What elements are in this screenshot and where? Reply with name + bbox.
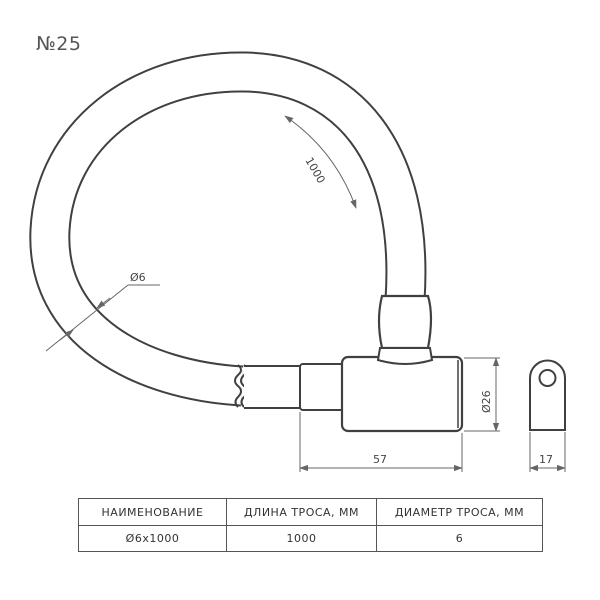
- cable-diameter-label: Ø6: [130, 271, 146, 284]
- cable-straight: [244, 366, 300, 408]
- spec-table-header-row: НАИМЕНОВАНИЕ ДЛИНА ТРОСА, ММ ДИАМЕТР ТРО…: [78, 498, 543, 526]
- shackle-width-label: 17: [539, 453, 553, 466]
- cable-diameter-leader: [45, 284, 129, 352]
- cable-loop-fill: [31, 53, 425, 405]
- table-row: Ø6х1000 1000 6: [78, 525, 543, 552]
- lock-collar-base: [376, 347, 434, 365]
- cable-break-left: [234, 364, 242, 408]
- lock-collar: [377, 294, 433, 350]
- lock-body: [340, 355, 464, 433]
- header-cable-length: ДЛИНА ТРОСА, ММ: [226, 498, 377, 526]
- body-length-label: 57: [373, 453, 387, 466]
- shackle-hole: [538, 369, 557, 387]
- spec-table: НАИМЕНОВАНИЕ ДЛИНА ТРОСА, ММ ДИАМЕТР ТРО…: [78, 498, 543, 552]
- cable-length-label: 1000: [302, 155, 327, 186]
- drawing-number: №25: [36, 33, 82, 55]
- header-name: НАИМЕНОВАНИЕ: [78, 498, 227, 526]
- cable-ferrule: [299, 363, 345, 411]
- body-diameter-label: Ø26: [480, 390, 493, 413]
- cell-name: Ø6х1000: [78, 525, 227, 552]
- header-cable-diameter: ДИАМЕТР ТРОСА, ММ: [376, 498, 543, 526]
- cell-cable-length: 1000: [226, 525, 377, 552]
- cable-length-dim-line: [284, 115, 357, 209]
- cell-cable-diameter: 6: [376, 525, 543, 552]
